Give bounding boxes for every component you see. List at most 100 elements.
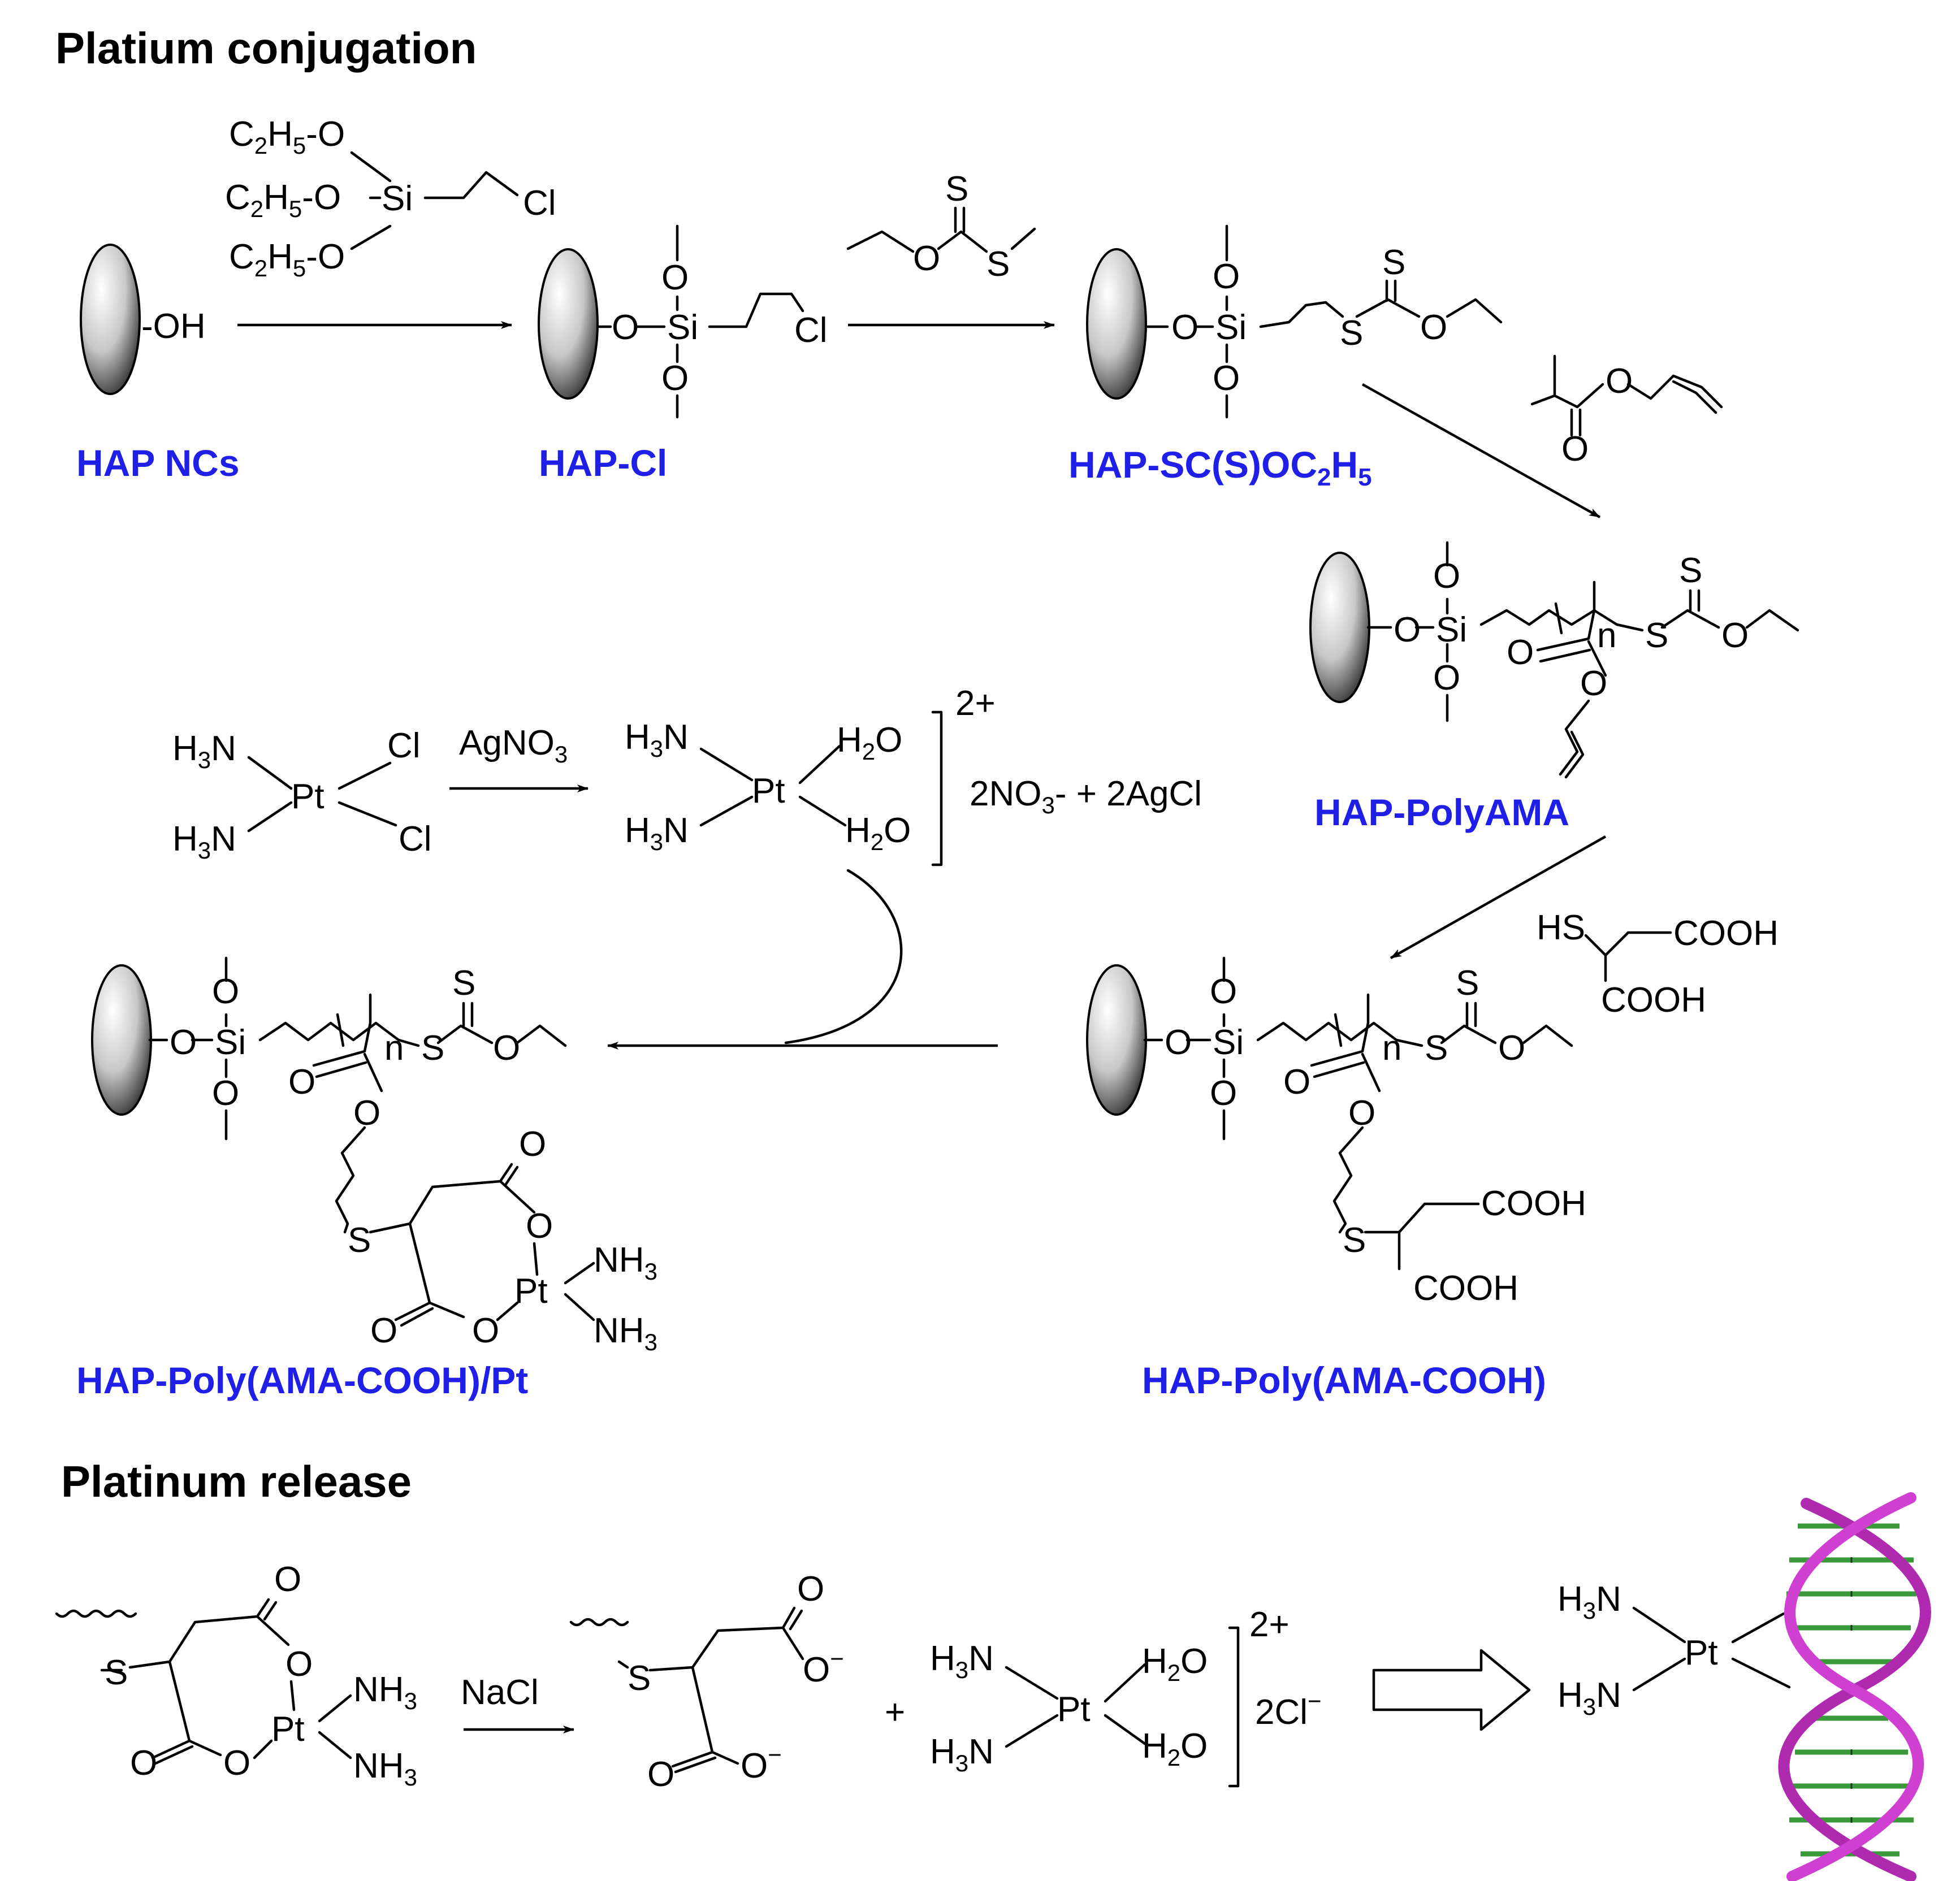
hap-nanocrystal-icon (80, 244, 141, 395)
xanthate-reagent: S O S (846, 170, 1036, 284)
svg-text:O: O (913, 239, 940, 278)
hap-nanocrystal-icon (1086, 964, 1147, 1116)
svg-text:C2H5-O: C2H5-O (229, 237, 345, 281)
svg-text:Pt: Pt (752, 772, 785, 811)
svg-text:S: S (628, 1659, 651, 1698)
svg-text:Si: Si (1215, 308, 1247, 347)
label-hap-cl: HAP-Cl (539, 442, 667, 484)
svg-text:COOH: COOH (1673, 914, 1779, 953)
release-carboxylate-structure: S O O− O O− (569, 1570, 844, 1794)
svg-text:n: n (1382, 1029, 1401, 1068)
svg-text:COOH: COOH (1481, 1184, 1586, 1223)
label-hap-ncs: HAP NCs (76, 442, 240, 484)
svg-text:S: S (105, 1653, 128, 1692)
hap-polyama-structure: O Si O O n S S O O O (1309, 541, 1799, 779)
label-hap-poly-cooh: HAP-Poly(AMA-COOH) (1142, 1359, 1546, 1401)
svg-text:O: O (661, 359, 689, 398)
nacl-label: NaCl (461, 1673, 539, 1712)
hap-nanocrystal-icon (91, 964, 152, 1116)
curved-arrow (784, 869, 903, 1044)
svg-text:O: O (223, 1744, 250, 1783)
hap-nanocrystal-icon (538, 248, 599, 400)
chloride-label: 2Cl− (1255, 1688, 1322, 1732)
svg-text:H3N: H3N (172, 820, 236, 864)
svg-text:H2O: H2O (1142, 1727, 1208, 1771)
heading-release: Platinum release (61, 1457, 412, 1506)
hap-cl-structure: O Si O O Cl (538, 224, 828, 419)
label-hap-sc: HAP-SC(S)OC2H5 (1068, 444, 1372, 491)
silane-reagent: C2H5-O C2H5-O C2H5-O Si Cl (225, 115, 556, 281)
heading-conjugation: Platium conjugation (55, 23, 477, 73)
hap-sc-structure: O Si O O S S O (1086, 224, 1503, 419)
svg-text:S: S (1425, 1029, 1448, 1068)
cisplatin-structure: H3N H3N Pt Cl Cl (172, 726, 432, 864)
svg-text:H3N: H3N (625, 811, 689, 855)
svg-text:C2H5-O: C2H5-O (229, 115, 345, 159)
svg-text:H3N: H3N (1557, 1676, 1621, 1720)
svg-text:Cl: Cl (387, 726, 421, 765)
svg-text:C2H5-O: C2H5-O (225, 178, 341, 222)
svg-text:O: O (370, 1311, 397, 1350)
plus-sign: + (885, 1693, 905, 1732)
hap-nanocrystal-icon (1086, 248, 1147, 400)
svg-text:O: O (526, 1207, 553, 1246)
svg-text:O: O (1721, 616, 1749, 655)
svg-text:S: S (945, 170, 968, 209)
svg-text:Pt: Pt (1057, 1690, 1091, 1729)
svg-text:O: O (170, 1023, 197, 1062)
svg-text:Cl: Cl (399, 820, 432, 859)
svg-text:O: O (1498, 1029, 1525, 1068)
svg-text:O−: O− (741, 1741, 782, 1785)
svg-text:O: O (472, 1311, 499, 1350)
svg-text:S: S (1645, 616, 1668, 655)
svg-text:H3N: H3N (1557, 1580, 1621, 1624)
svg-text:Pt: Pt (514, 1272, 548, 1311)
svg-text:O: O (797, 1570, 824, 1609)
svg-text:H3N: H3N (930, 1639, 994, 1683)
released-aquo-platinum-structure: H3N H3N Pt H2O H2O (930, 1626, 1240, 1788)
svg-text:Cl: Cl (523, 184, 556, 223)
svg-text:Si: Si (382, 179, 413, 218)
svg-text:H2O: H2O (837, 721, 902, 765)
hap-poly-cooh-pt-structure: O Si O O n S S O O O S O O Pt O O NH3 NH… (91, 956, 657, 1355)
svg-text:O: O (1165, 1023, 1192, 1062)
svg-text:Si: Si (1213, 1023, 1244, 1062)
label-hap-polyama: HAP-PolyAMA (1314, 791, 1569, 833)
svg-text:Si: Si (1436, 610, 1467, 649)
svg-text:H2O: H2O (845, 811, 911, 855)
svg-text:S: S (1343, 1221, 1366, 1260)
svg-text:H3N: H3N (172, 729, 236, 773)
hollow-arrow-icon (1372, 1649, 1531, 1731)
charge-2plus: 2+ (955, 684, 996, 723)
svg-text:S: S (1340, 314, 1363, 353)
svg-text:NH3: NH3 (594, 1311, 657, 1355)
hap-ncs-structure: -OH (80, 244, 206, 395)
svg-text:NH3: NH3 (353, 1746, 417, 1791)
nitrate-agcl: 2NO3- + 2AgCl (970, 774, 1202, 818)
svg-text:O−: O− (803, 1645, 844, 1689)
svg-text:O: O (212, 1074, 239, 1113)
svg-text:O: O (661, 258, 689, 297)
svg-text:O: O (1210, 1074, 1237, 1113)
svg-text:H3N: H3N (930, 1732, 994, 1776)
svg-text:O: O (1606, 362, 1633, 401)
svg-text:Si: Si (215, 1023, 246, 1062)
svg-text:O: O (1420, 308, 1447, 347)
atom-oh: -OH (141, 307, 206, 346)
svg-text:Si: Si (667, 308, 698, 347)
svg-text:S: S (987, 245, 1010, 284)
svg-text:O: O (274, 1560, 301, 1599)
svg-text:S: S (421, 1029, 444, 1068)
svg-text:O: O (285, 1645, 313, 1684)
platinum-dna-adduct: H3N H3N Pt (1557, 1580, 1791, 1720)
agno3-label: AgNO3 (459, 723, 568, 768)
svg-text:H3N: H3N (625, 718, 689, 762)
svg-text:S: S (1382, 243, 1405, 282)
svg-text:S: S (1679, 551, 1702, 590)
hap-nanocrystal-icon (1309, 552, 1370, 703)
svg-text:HS: HS (1537, 908, 1585, 947)
svg-text:S: S (452, 964, 475, 1003)
svg-text:Pt: Pt (1685, 1633, 1718, 1672)
svg-text:Pt: Pt (291, 777, 324, 816)
svg-text:O: O (1433, 658, 1460, 697)
